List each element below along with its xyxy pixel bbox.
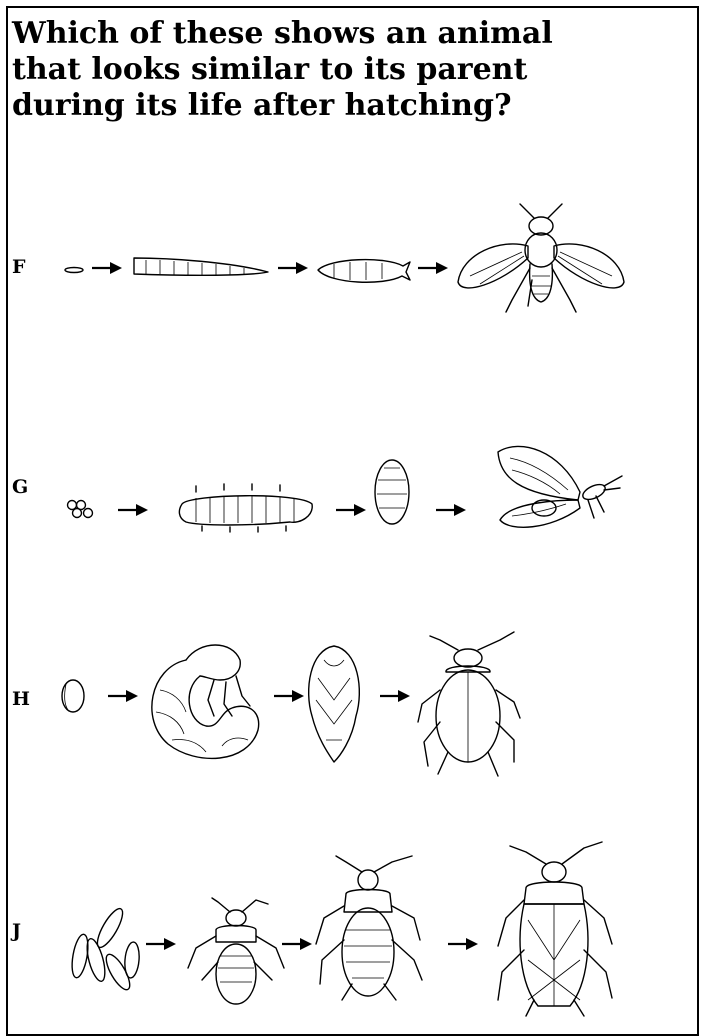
arrow-icon: [448, 938, 478, 950]
fly-egg-icon: [65, 268, 83, 273]
arrow-icon: [336, 504, 366, 516]
arrow-icon: [118, 504, 148, 516]
beetle-pupa-icon: [309, 646, 360, 762]
adult-beetle-icon: [418, 632, 520, 776]
beetle-egg-icon: [62, 680, 84, 712]
row-f-fly-cycle: [65, 204, 624, 312]
arrow-icon: [282, 938, 312, 950]
small-nymph-icon: [188, 898, 284, 1004]
arrow-icon: [274, 690, 304, 702]
arrow-icon: [146, 938, 176, 950]
moth-eggs-icon: [68, 501, 93, 518]
adult-fly-icon: [458, 204, 624, 312]
row-h-beetle-cycle: [62, 632, 520, 776]
arrow-icon: [108, 690, 138, 702]
bug-eggs-icon: [69, 905, 140, 992]
grub-icon: [152, 645, 259, 758]
arrow-icon: [436, 504, 466, 516]
large-nymph-icon: [316, 856, 422, 1000]
adult-moth-icon: [498, 446, 622, 527]
fly-larva-icon: [134, 258, 268, 275]
adult-bug-icon: [498, 842, 612, 1016]
row-g-moth-cycle: [68, 446, 623, 532]
arrow-icon: [92, 262, 122, 274]
arrow-icon: [278, 262, 308, 274]
caterpillar-icon: [179, 484, 312, 532]
row-j-bug-cycle: [69, 842, 612, 1016]
arrow-icon: [380, 690, 410, 702]
fly-pupa-icon: [318, 260, 410, 283]
arrow-icon: [418, 262, 448, 274]
chrysalis-icon: [375, 460, 409, 524]
